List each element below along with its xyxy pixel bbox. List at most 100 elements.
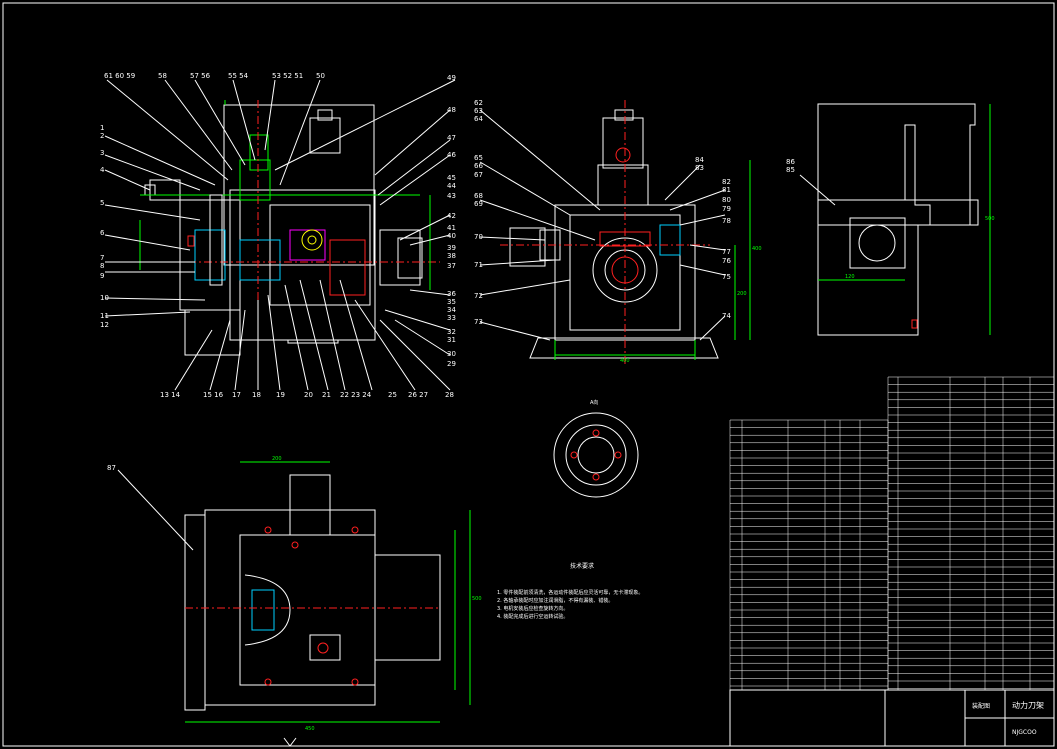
svg-text:500: 500 — [472, 596, 482, 602]
svg-text:1: 1 — [100, 124, 104, 132]
svg-text:6: 6 — [100, 229, 105, 237]
side-view-leaders — [479, 109, 726, 341]
svg-text:10: 10 — [100, 294, 109, 302]
svg-text:38: 38 — [447, 252, 456, 260]
svg-text:83: 83 — [695, 164, 704, 172]
callout-61-60-59: 61 60 59 — [104, 72, 135, 80]
parts-list — [729, 376, 1055, 690]
svg-text:86: 86 — [786, 158, 795, 166]
callout-53-52-51: 53 52 51 — [272, 72, 303, 80]
drawing-name: 动力刀架 — [1012, 700, 1044, 710]
right-view: 500 120 86 85 — [786, 103, 995, 336]
svg-text:68: 68 — [474, 192, 483, 200]
svg-text:20: 20 — [304, 391, 313, 399]
callout-55-54: 55 54 — [228, 72, 249, 80]
bottom-view: 200 450 500 87 — [107, 456, 482, 732]
svg-text:81: 81 — [722, 186, 731, 194]
svg-text:5: 5 — [100, 199, 104, 207]
svg-text:41: 41 — [447, 224, 456, 232]
svg-text:13 14: 13 14 — [160, 391, 181, 399]
svg-text:21: 21 — [322, 391, 331, 399]
svg-text:82: 82 — [722, 178, 731, 186]
drawing-type: 装配图 — [972, 702, 990, 710]
svg-text:65: 65 — [474, 154, 483, 162]
main-view-leaders — [104, 79, 456, 391]
svg-text:43: 43 — [447, 192, 456, 200]
svg-text:70: 70 — [474, 233, 483, 241]
tech-req-line-4: 4. 装配完成后进行空运转试验。 — [497, 613, 568, 620]
svg-text:84: 84 — [695, 156, 704, 164]
svg-text:66: 66 — [474, 162, 483, 170]
svg-text:76: 76 — [722, 257, 731, 265]
tech-req-line-3: 3. 电机安装后应检查旋转方向。 — [497, 605, 568, 612]
center-mark — [283, 737, 291, 747]
svg-text:31: 31 — [447, 336, 456, 344]
svg-text:9: 9 — [100, 272, 104, 280]
side-view-callouts: 62 63 64 65 66 67 68 69 70 71 72 73 84 8… — [474, 99, 731, 326]
svg-text:34: 34 — [447, 306, 456, 314]
svg-text:29: 29 — [447, 360, 456, 368]
title-block: 装配图 动力刀架 NJGCOO — [729, 689, 1055, 747]
svg-text:63: 63 — [474, 107, 483, 115]
main-section-view — [139, 100, 440, 360]
tech-req-line-1: 1. 零件装配前须清洗，各运动件装配后应灵活可靠，无卡滞现象。 — [497, 589, 643, 596]
svg-text:71: 71 — [474, 261, 483, 269]
svg-text:39: 39 — [447, 244, 456, 252]
callout-57-56: 57 56 — [190, 72, 211, 80]
main-view-callouts: 61 60 59 58 57 56 55 54 53 52 51 50 49 1… — [100, 72, 456, 399]
svg-text:200: 200 — [272, 456, 282, 462]
svg-text:74: 74 — [722, 312, 731, 320]
tech-req-line-2: 2. 各轴承装配时应加注润滑脂，不得有漏装、错装。 — [497, 597, 613, 604]
svg-text:77: 77 — [722, 248, 731, 256]
svg-text:46: 46 — [447, 151, 456, 159]
svg-text:42: 42 — [447, 212, 456, 220]
svg-text:73: 73 — [474, 318, 483, 326]
drawing-code: NJGCOO — [1012, 729, 1037, 736]
svg-text:45: 45 — [447, 174, 456, 182]
svg-text:33: 33 — [447, 314, 456, 322]
svg-text:67: 67 — [474, 171, 483, 179]
callout-49: 49 — [447, 74, 456, 82]
svg-text:87: 87 — [107, 464, 116, 472]
svg-text:12: 12 — [100, 321, 109, 329]
svg-text:75: 75 — [722, 273, 731, 281]
section-a-label: A向 — [590, 399, 598, 406]
svg-text:4: 4 — [100, 166, 105, 174]
svg-text:7: 7 — [100, 254, 104, 262]
svg-text:2: 2 — [100, 132, 104, 140]
svg-text:37: 37 — [447, 262, 456, 270]
svg-text:120: 120 — [845, 274, 855, 280]
svg-text:11: 11 — [100, 312, 109, 320]
svg-text:85: 85 — [786, 166, 795, 174]
svg-text:400: 400 — [620, 358, 630, 364]
svg-text:15 16: 15 16 — [203, 391, 224, 399]
svg-text:500: 500 — [985, 216, 995, 222]
svg-text:79: 79 — [722, 205, 731, 213]
svg-text:200: 200 — [737, 291, 747, 297]
svg-text:69: 69 — [474, 200, 483, 208]
tech-req-title: 技术要求 — [570, 562, 594, 570]
svg-text:30: 30 — [447, 350, 456, 358]
svg-text:62: 62 — [474, 99, 483, 107]
svg-text:80: 80 — [722, 196, 731, 204]
section-a-view: A向 — [553, 399, 639, 498]
svg-text:64: 64 — [474, 115, 483, 123]
svg-text:17: 17 — [232, 391, 241, 399]
svg-text:35: 35 — [447, 298, 456, 306]
callout-58: 58 — [158, 72, 167, 80]
technical-requirements: 技术要求 1. 零件装配前须清洗，各运动件装配后应灵活可靠，无卡滞现象。 2. … — [497, 562, 643, 620]
svg-text:22 23 24: 22 23 24 — [340, 391, 372, 399]
svg-text:40: 40 — [447, 232, 456, 240]
svg-text:78: 78 — [722, 217, 731, 225]
callout-50: 50 — [316, 72, 325, 80]
svg-text:28: 28 — [445, 391, 454, 399]
svg-text:25: 25 — [388, 391, 397, 399]
svg-text:26 27: 26 27 — [408, 391, 428, 399]
svg-text:19: 19 — [276, 391, 285, 399]
side-view: 400 400 200 — [500, 100, 762, 365]
svg-text:8: 8 — [100, 262, 104, 270]
svg-text:48: 48 — [447, 106, 456, 114]
svg-text:18: 18 — [252, 391, 261, 399]
